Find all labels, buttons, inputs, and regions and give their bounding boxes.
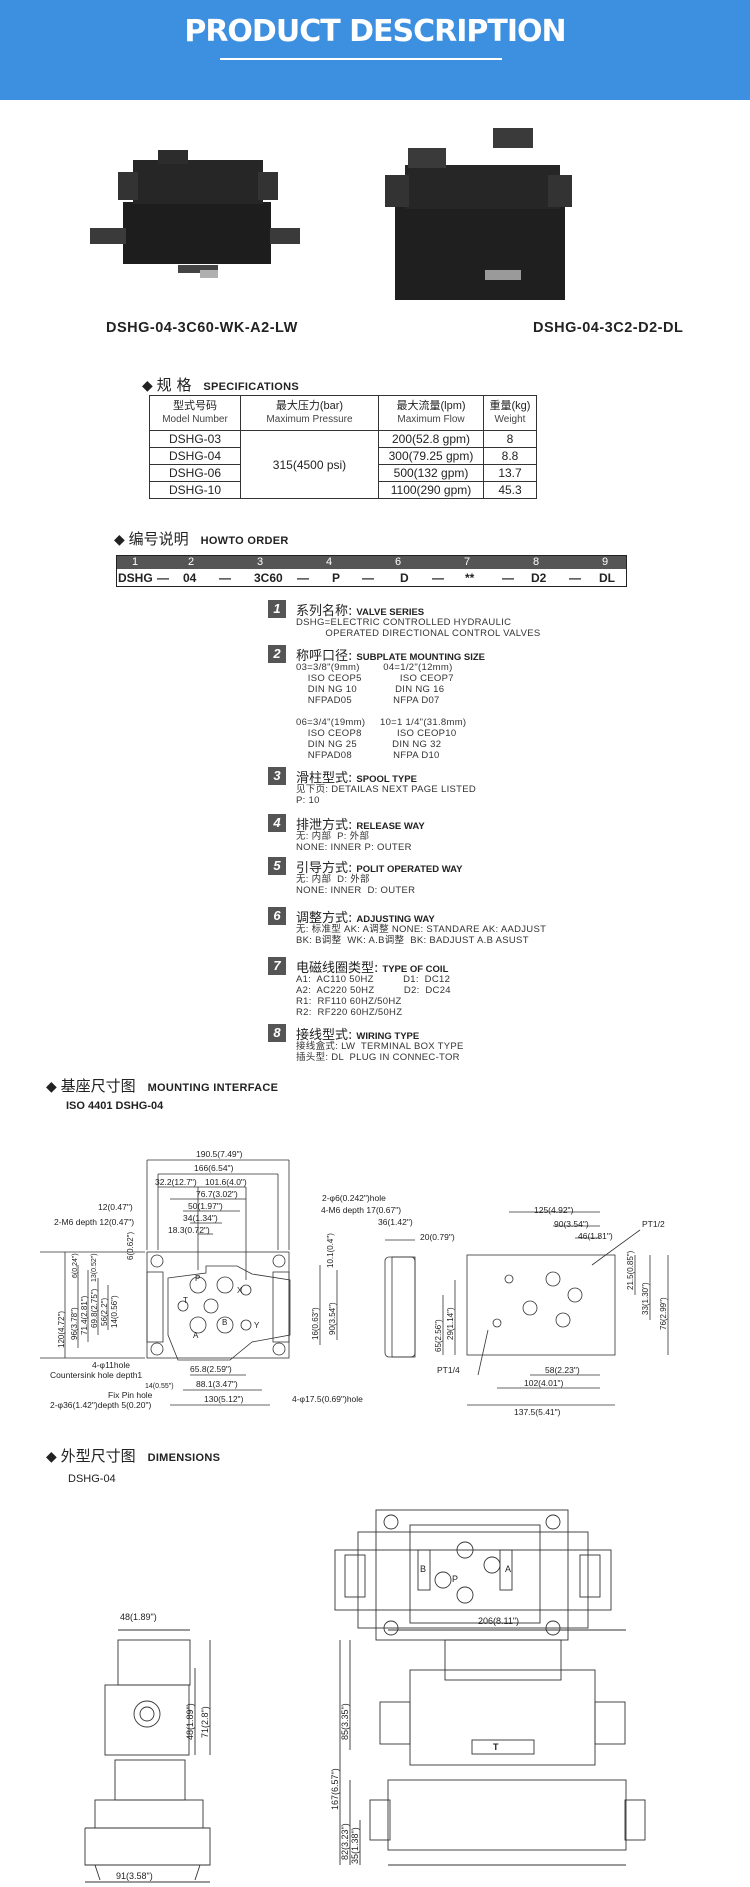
- svg-text:76.7(3.02"): 76.7(3.02"): [196, 1189, 238, 1199]
- svg-text:85(3.35"): 85(3.35"): [340, 1703, 350, 1740]
- svg-text:33(1.30"): 33(1.30"): [641, 1282, 650, 1315]
- svg-text:190.5(7.49"): 190.5(7.49"): [196, 1149, 243, 1159]
- svg-text:14(0.56"): 14(0.56"): [110, 1295, 119, 1328]
- diamond-icon: ◆: [114, 531, 125, 547]
- svg-text:46(1.81"): 46(1.81"): [578, 1231, 613, 1241]
- svg-text:16(0.63"): 16(0.63"): [311, 1307, 320, 1340]
- table-row: DSHG-10 1100(290 gpm) 45.3: [149, 481, 537, 499]
- svg-text:65.8(2.59"): 65.8(2.59"): [190, 1364, 232, 1374]
- svg-text:71(2.8"): 71(2.8"): [200, 1706, 210, 1738]
- svg-text:32.2(12.7"): 32.2(12.7"): [155, 1177, 197, 1187]
- order-code-row: DSHG — 04 — 3C60 — P — D — ** — D2 — DL: [118, 571, 615, 585]
- svg-text:90(3.54"): 90(3.54"): [554, 1219, 589, 1229]
- product-name-left: DSHG-04-3C60-WK-A2-LW: [106, 320, 298, 336]
- svg-text:76(2.99"): 76(2.99"): [659, 1297, 668, 1330]
- order-number-row: 1 2 3 4 6 7 8 9: [117, 556, 626, 569]
- svg-text:Y: Y: [254, 1321, 260, 1330]
- svg-text:35(1.38"): 35(1.38"): [350, 1827, 360, 1864]
- svg-text:B: B: [420, 1564, 426, 1574]
- svg-text:125(4.92"): 125(4.92"): [534, 1205, 574, 1215]
- svg-text:29(1.14"): 29(1.14"): [446, 1307, 455, 1340]
- diamond-icon: ◆: [142, 377, 153, 393]
- product-photos: [90, 128, 572, 300]
- spec-header-pressure: 最大压力(bar)Maximum Pressure: [240, 395, 379, 431]
- spec-heading: ◆ 规 格 SPECIFICATIONS: [142, 376, 300, 394]
- svg-text:21.5(0.85"): 21.5(0.85"): [626, 1250, 635, 1290]
- svg-text:X: X: [237, 1286, 243, 1295]
- svg-text:18.3(0.72"): 18.3(0.72"): [168, 1225, 210, 1235]
- svg-text:130(5.12"): 130(5.12"): [204, 1394, 244, 1404]
- svg-text:102(4.01"): 102(4.01"): [524, 1378, 564, 1388]
- title-underline: [220, 58, 502, 60]
- svg-text:14(0.55"): 14(0.55"): [145, 1383, 174, 1390]
- page-title: PRODUCT DESCRIPTION: [184, 14, 566, 49]
- svg-text:69.8(2.75"): 69.8(2.75"): [90, 1288, 99, 1328]
- product-image-right: [385, 128, 572, 300]
- svg-text:P: P: [195, 1274, 200, 1283]
- svg-text:20(0.79"): 20(0.79"): [420, 1232, 455, 1242]
- diamond-icon: ◆: [46, 1448, 57, 1464]
- svg-text:PT1/4: PT1/4: [437, 1365, 460, 1375]
- order-heading: ◆ 编号说明 HOWTO ORDER: [114, 530, 289, 548]
- svg-text:6(0.24"): 6(0.24"): [72, 1253, 79, 1278]
- spec-pressure: 315(4500 psi): [240, 430, 379, 499]
- svg-text:12(0.47"): 12(0.47"): [98, 1202, 133, 1212]
- svg-text:167(6.57"): 167(6.57"): [330, 1768, 340, 1810]
- svg-text:T: T: [183, 1296, 188, 1305]
- table-row: DSHG-04 300(79.25 gpm) 8.8: [149, 447, 537, 465]
- svg-text:4-φ11hole: 4-φ11hole: [92, 1360, 130, 1370]
- table-row: DSHG-03 315(4500 psi) 200(52.8 gpm) 8: [149, 430, 537, 499]
- svg-text:36(1.42"): 36(1.42"): [378, 1217, 413, 1227]
- svg-text:48(1.89"): 48(1.89"): [120, 1612, 157, 1622]
- spec-header-flow: 最大流量(lpm)Maximum Flow: [378, 395, 484, 431]
- svg-text:34(1.34"): 34(1.34"): [183, 1213, 218, 1223]
- svg-text:A: A: [505, 1564, 511, 1574]
- svg-text:2-M6 depth 12(0.47"): 2-M6 depth 12(0.47"): [54, 1217, 134, 1227]
- product-name-right: DSHG-04-3C2-D2-DL: [533, 320, 684, 336]
- svg-text:A: A: [193, 1331, 199, 1340]
- svg-text:82(3.23"): 82(3.23"): [340, 1823, 350, 1860]
- svg-text:88.1(3.47"): 88.1(3.47"): [196, 1379, 238, 1389]
- svg-text:P: P: [452, 1574, 458, 1584]
- svg-text:Fix Pin hole: Fix Pin hole: [108, 1390, 153, 1400]
- svg-text:2-φ6(0.242")hole: 2-φ6(0.242")hole: [322, 1193, 386, 1203]
- spec-header-weight: 重量(kg)Weight: [483, 395, 537, 431]
- mounting-interface-drawing: 190.5(7.49") 166(6.54") 32.2(12.7") 101.…: [40, 1149, 669, 1417]
- svg-text:65(2.56"): 65(2.56"): [434, 1319, 443, 1352]
- svg-text:96(3.78"): 96(3.78"): [70, 1307, 79, 1340]
- svg-text:10.1(0.4"): 10.1(0.4"): [326, 1233, 335, 1268]
- product-image-left: [90, 150, 300, 278]
- diamond-icon: ◆: [46, 1078, 57, 1094]
- svg-text:101.6(4.0"): 101.6(4.0"): [205, 1177, 247, 1187]
- svg-text:71.4(2.81"): 71.4(2.81"): [80, 1295, 89, 1335]
- svg-text:206(8.11"): 206(8.11"): [478, 1616, 519, 1626]
- svg-text:PT1/2: PT1/2: [642, 1219, 665, 1229]
- svg-text:58(2.23"): 58(2.23"): [545, 1365, 580, 1375]
- svg-text:T: T: [493, 1742, 499, 1752]
- svg-text:48(1.89"): 48(1.89"): [185, 1703, 195, 1740]
- dimensions-heading: ◆ 外型尺寸图 DIMENSIONS: [46, 1447, 221, 1465]
- header-banner: PRODUCT DESCRIPTION: [0, 0, 750, 100]
- svg-text:137.5(5.41"): 137.5(5.41"): [514, 1407, 561, 1417]
- svg-text:4-M6 depth 17(0.67"): 4-M6 depth 17(0.67"): [321, 1205, 401, 1215]
- svg-text:90(3.54"): 90(3.54"): [328, 1302, 337, 1335]
- svg-text:50(1.97"): 50(1.97"): [188, 1201, 223, 1211]
- svg-text:13(0.52"): 13(0.52"): [91, 1253, 98, 1282]
- mounting-subtitle: ISO 4401 DSHG-04: [66, 1100, 164, 1112]
- svg-text:Countersink hole depth1: Countersink hole depth1: [50, 1370, 142, 1380]
- svg-text:91(3.58"): 91(3.58"): [116, 1871, 153, 1881]
- svg-text:4-φ17.5(0.69")hole: 4-φ17.5(0.69")hole: [292, 1394, 363, 1404]
- svg-text:B: B: [222, 1318, 227, 1327]
- svg-text:120(4.72"): 120(4.72"): [57, 1311, 66, 1348]
- svg-text:56(2.2"): 56(2.2"): [100, 1297, 109, 1326]
- svg-text:166(6.54"): 166(6.54"): [194, 1163, 234, 1173]
- mounting-heading: ◆ 基座尺寸图 MOUNTING INTERFACE: [46, 1077, 279, 1095]
- dimensions-subtitle: DSHG-04: [68, 1473, 116, 1485]
- order-code-strip: 1 2 3 4 6 7 8 9 DSHG — 04 — 3C60 — P — D…: [116, 555, 627, 587]
- svg-text:6(0.62"): 6(0.62"): [126, 1231, 135, 1260]
- dimensions-drawing: 48(1.89") 91(3.58") 206(8.11") T P B A 4…: [84, 1509, 646, 1883]
- svg-text:2-φ36(1.42")depth 5(0.20"): 2-φ36(1.42")depth 5(0.20"): [50, 1400, 151, 1410]
